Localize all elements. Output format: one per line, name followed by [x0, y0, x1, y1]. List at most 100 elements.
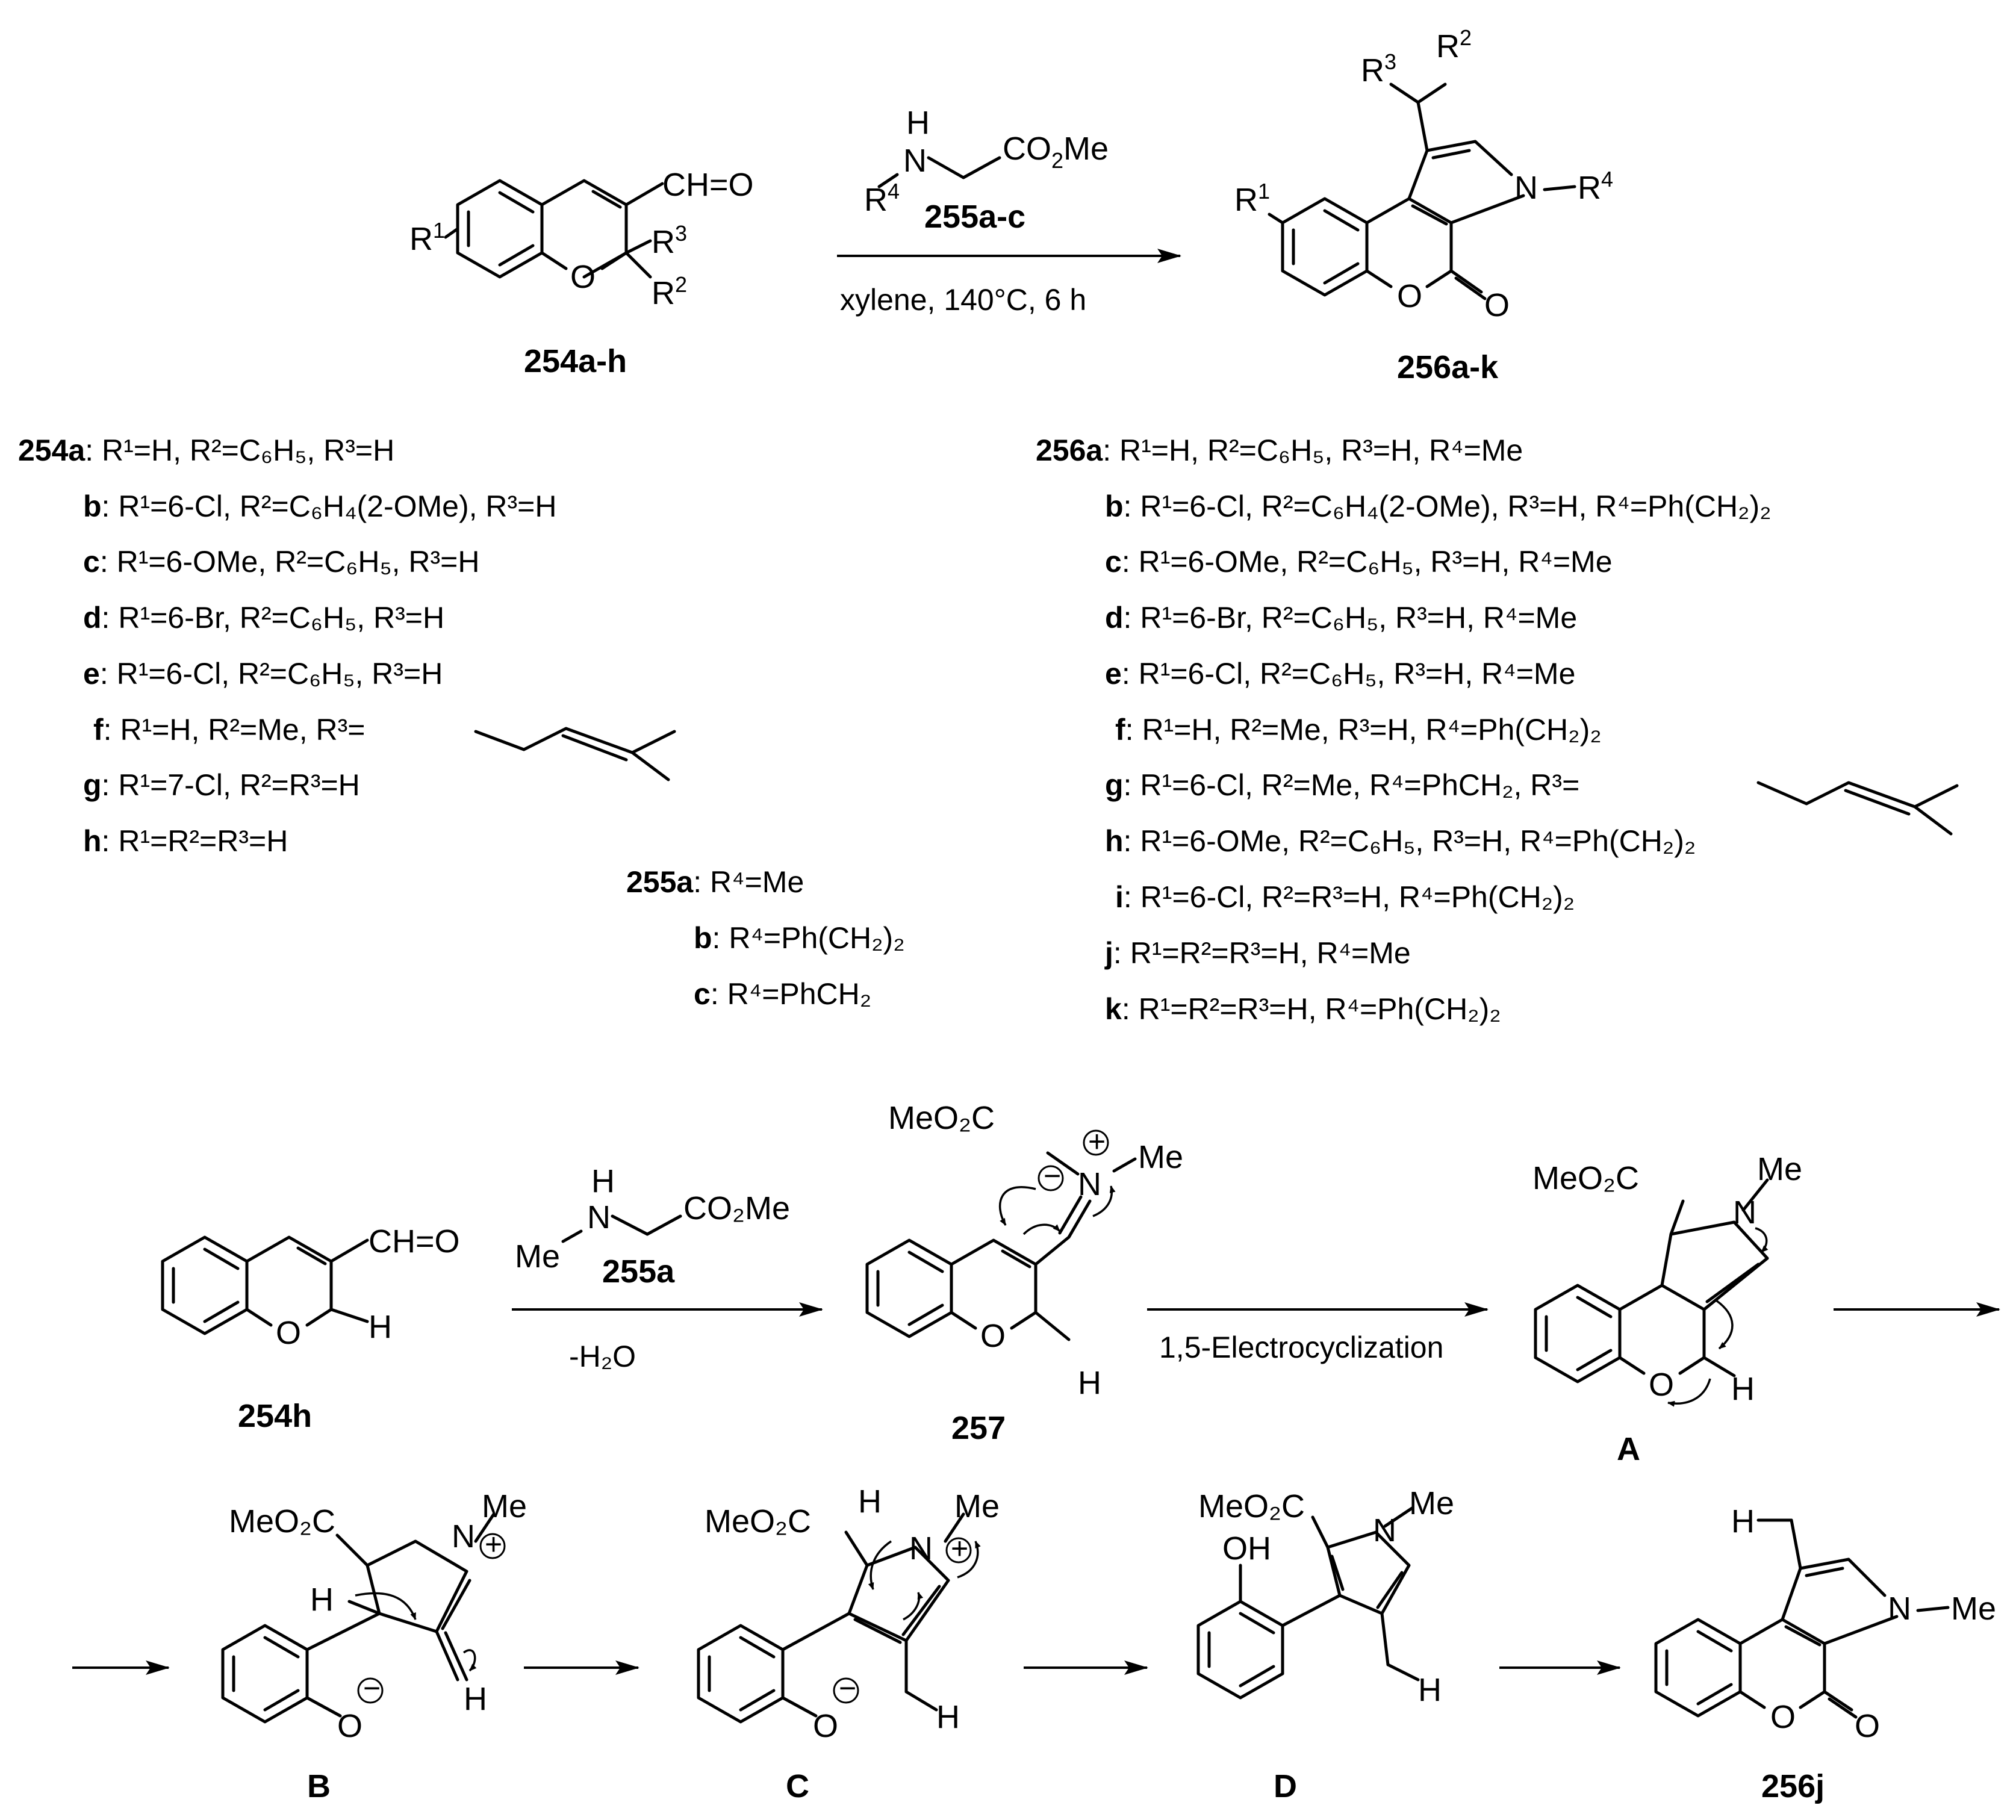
255a-n: N [587, 1199, 611, 1235]
257-plus: + [1088, 1125, 1106, 1158]
B-me: Me [482, 1488, 527, 1524]
curly-arrow [957, 1541, 981, 1579]
table-256-row: h: R¹=6-OMe, R²=C₆H₅, R³=H, R⁴=Ph(CH₂)₂ [1105, 824, 1696, 858]
curly-arrow [462, 1649, 477, 1672]
compound-label-255a: 255a [602, 1253, 675, 1290]
product-r1: R1 [1234, 179, 1270, 218]
table-255-row: b: R⁴=Ph(CH₂)₂ [694, 921, 905, 955]
plus-charge-icon [1083, 1129, 1109, 1156]
table-256-row: i: R¹=6-Cl, R²=R³=H, R⁴=Ph(CH₂)₂ [1115, 880, 1575, 914]
256j-h: H [1731, 1503, 1755, 1539]
product-r3: R3 [1361, 49, 1396, 89]
reagent-h: H [906, 105, 930, 141]
curly-arrow [903, 1592, 924, 1621]
table-254-row: g: R¹=7-Cl, R²=R³=H [83, 768, 360, 802]
compound-label-254a-h: 254a-h [524, 343, 627, 379]
r1-label: R1 [409, 218, 445, 257]
table-254-row: d: R¹=6-Br, R²=C₆H₅, R³=H [83, 601, 444, 635]
compound-257: N Me MeO₂C O H + − 257 [865, 1100, 1183, 1446]
C-plus: + [951, 1532, 968, 1565]
table-254-row: 254a: R¹=H, R²=C₆H₅, R³=H [18, 433, 394, 467]
loss-of-water: -H₂O [569, 1340, 636, 1373]
aldehyde-group: CH=O [662, 167, 754, 203]
compound-label-D: D [1274, 1768, 1297, 1804]
B-h2: H [464, 1681, 487, 1717]
257-n: N [1078, 1166, 1101, 1202]
D-n: N [1373, 1512, 1396, 1548]
A-me: Me [1757, 1151, 1802, 1187]
compound-label-256a-k: 256a-k [1397, 349, 1499, 385]
ring-oxygen: O [570, 259, 596, 295]
compound-label-254h: 254h [238, 1398, 312, 1434]
table-254: 254a: R¹=H, R²=C₆H₅, R³=H b: R¹=6-Cl, R²… [18, 433, 556, 858]
curly-arrow [1092, 1185, 1116, 1217]
compound-C: N Me MeO₂C H H O + − C [697, 1483, 1000, 1804]
curly-arrow [1022, 1223, 1061, 1235]
256j-me: Me [1951, 1591, 1996, 1627]
A-n: N [1733, 1194, 1756, 1231]
product-carbonyl-o: O [1484, 287, 1510, 323]
D-me: Me [1409, 1485, 1454, 1521]
compound-label-256j: 256j [1761, 1768, 1825, 1804]
curly-arrow [1667, 1378, 1711, 1407]
electrocyclization-label: 1,5-Electrocyclization [1159, 1331, 1443, 1364]
table-254-row: e: R¹=6-Cl, R²=C₆H₅, R³=H [83, 657, 443, 691]
D-h: H [1418, 1672, 1442, 1708]
table-255: 255a: R⁴=Me b: R⁴=Ph(CH₂)₂ c: R⁴=PhCH₂ [626, 865, 905, 1011]
reagent-ester: CO2Me [1003, 131, 1109, 173]
reagent-n: N [903, 143, 927, 179]
A-h: H [1731, 1371, 1755, 1407]
curly-arrow [355, 1592, 417, 1620]
reagent-r4: R4 [864, 179, 900, 218]
256j-carbonyl-o: O [1855, 1708, 1880, 1744]
257-o: O [980, 1318, 1006, 1354]
254h-o: O [276, 1315, 301, 1351]
compound-label-255a-c: 255a-c [924, 199, 1025, 235]
table-254-row: c: R¹=6-OMe, R²=C₆H₅, R³=H [83, 545, 479, 579]
table-255-row: c: R⁴=PhCH₂ [694, 977, 871, 1011]
table-256-row: j: R¹=R²=R³=H, R⁴=Me [1104, 936, 1411, 970]
C-o: O [813, 1708, 838, 1744]
C-me: Me [954, 1488, 1000, 1524]
table-254-row: f: R¹=H, R²=Me, R³= [93, 713, 365, 747]
compound-label-B: B [307, 1768, 331, 1804]
table-256-row: c: R¹=6-OMe, R²=C₆H₅, R³=H, R⁴=Me [1105, 545, 1613, 579]
table-256-row: k: R¹=R²=R³=H, R⁴=Ph(CH₂)₂ [1105, 992, 1501, 1026]
256j-ring-o: O [1770, 1699, 1796, 1735]
product-r2: R2 [1436, 25, 1472, 64]
254h-cho: CH=O [369, 1223, 460, 1259]
product-n: N [1514, 170, 1538, 206]
D-ester: MeO₂C [1198, 1488, 1305, 1524]
257-ester: MeO₂C [888, 1100, 995, 1136]
compound-label-C: C [786, 1768, 809, 1804]
compound-254a-h: O CH=O R1 R3 R2 254a-h [409, 167, 754, 379]
plus-charge-icon [479, 1533, 506, 1559]
compound-254h: O CH=O H 254h [161, 1223, 460, 1434]
C-minus: − [839, 1671, 856, 1705]
255a-me: Me [515, 1238, 560, 1275]
curly-arrow [1715, 1299, 1734, 1350]
curly-arrow [998, 1186, 1036, 1226]
conditions-text: xylene, 140°C, 6 h [840, 283, 1086, 317]
255a-ester: CO₂Me [683, 1190, 790, 1226]
compound-255a-c: H N R4 CO2Me 255a-c [864, 105, 1109, 235]
257-minus: − [1044, 1159, 1061, 1193]
compound-label-257: 257 [951, 1410, 1006, 1446]
product-r4: R4 [1578, 167, 1613, 206]
B-ester: MeO₂C [229, 1503, 335, 1539]
minus-charge-icon [357, 1677, 384, 1704]
table-256-row: 256a: R¹=H, R²=C₆H₅, R³=H, R⁴=Me [1036, 433, 1523, 467]
table-256-row: b: R¹=6-Cl, R²=C₆H₄(2-OMe), R³=H, R⁴=Ph(… [1105, 489, 1772, 523]
table-254-row: b: R¹=6-Cl, R²=C₆H₄(2-OMe), R³=H [83, 489, 556, 523]
255a-h: H [591, 1163, 615, 1199]
compound-255a: H N Me CO₂Me 255a [515, 1163, 790, 1290]
257-me: Me [1138, 1139, 1183, 1175]
minus-charge-icon [1038, 1165, 1064, 1191]
curly-arrow [868, 1540, 892, 1590]
prenyl-group-254f [474, 727, 676, 781]
plus-charge-icon [945, 1537, 972, 1564]
compound-A: N Me MeO₂C O H A [1532, 1151, 1802, 1467]
table-256: 256a: R¹=H, R²=C₆H₅, R³=H, R⁴=Me b: R¹=6… [1036, 433, 1772, 1026]
B-n: N [452, 1518, 475, 1554]
